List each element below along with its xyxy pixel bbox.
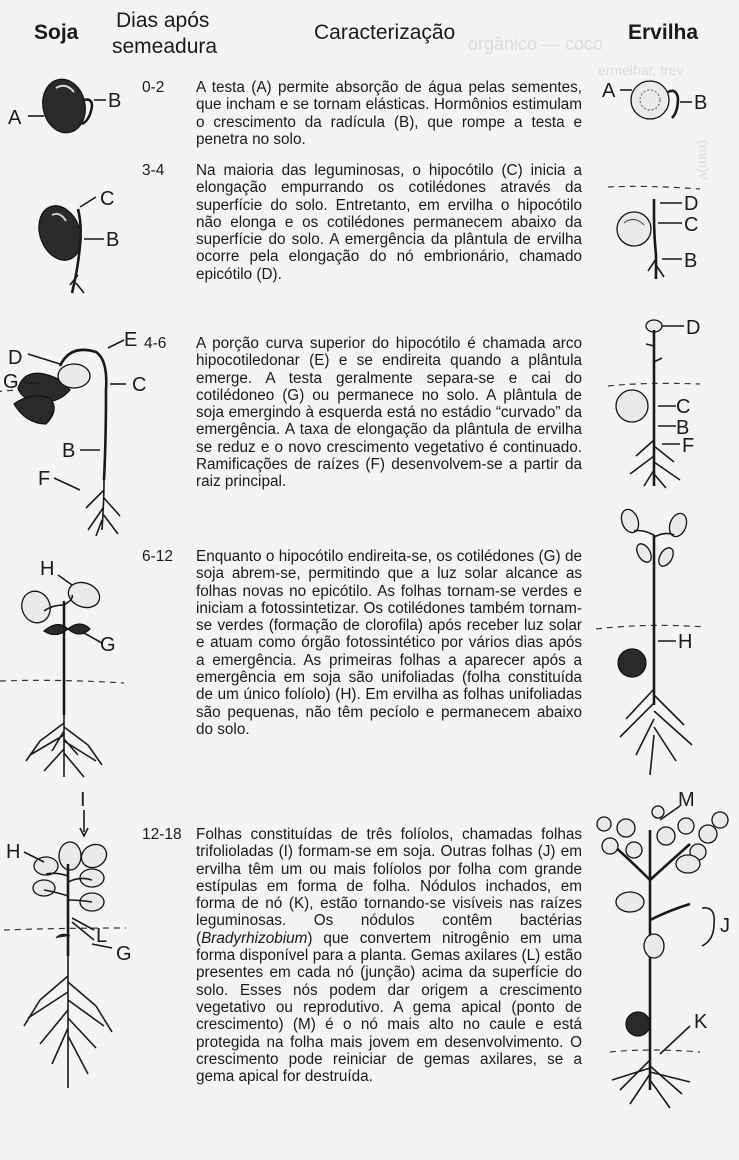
figure-label: B: [106, 229, 119, 251]
header-dias-line1: Dias após: [116, 9, 210, 32]
header-soja: Soja: [34, 21, 79, 44]
figure-label: D: [686, 317, 700, 339]
figure-label: I: [80, 789, 86, 811]
stage-description: Folhas constituídas de três folíolos, ch…: [196, 826, 582, 1085]
figure-label: K: [694, 1011, 708, 1033]
ervilha-emergence-illustration: D C B F: [607, 317, 700, 489]
stage-days: 12-18: [142, 826, 182, 843]
stage-description: A porção curva superior do hipocótilo é …: [196, 335, 582, 491]
stage-description: Na maioria das leguminosas, o hipocótilo…: [196, 162, 582, 283]
bleed-through-text: orgânico — coco: [468, 34, 604, 54]
figure-label: B: [694, 92, 707, 114]
stage-text-part: ) que convertem nitrogênio em uma forma …: [196, 929, 582, 1086]
figure-label: B: [684, 250, 697, 272]
bacteria-name: Bradyrhizobium: [201, 929, 308, 947]
ervilha-seed-illustration: A B: [602, 80, 707, 120]
stage-description: Enquanto o hipocótilo endireita-se, os c…: [196, 548, 582, 738]
header-ervilha: Ervilha: [628, 21, 699, 44]
ervilha-mature-illustration: M J K: [596, 789, 730, 1109]
figure-label: C: [676, 396, 690, 418]
figure-label: C: [100, 188, 114, 210]
figure-label: J: [720, 915, 730, 937]
figure-label: E: [124, 329, 137, 351]
figure-label: F: [38, 468, 50, 490]
soja-germination-illustration: C B: [38, 188, 119, 294]
soja-seed-illustration: A B: [8, 78, 121, 134]
ervilha-germination-illustration: D C B: [607, 185, 701, 279]
stage-description: A testa (A) permite absorção de água pel…: [196, 79, 582, 148]
figure-label: F: [682, 435, 694, 457]
stage-days: 0-2: [142, 79, 165, 96]
figure-label: L: [96, 925, 107, 947]
figure-label: M: [678, 789, 695, 811]
figure-label: G: [100, 634, 116, 656]
stage-text-part: Folhas constituídas de três folíolos, ch…: [196, 826, 582, 947]
figure-label: H: [678, 631, 692, 653]
figure-label: B: [62, 440, 75, 462]
figure-label: B: [108, 90, 121, 112]
figure-label: A: [8, 107, 22, 129]
header-caracterizacao: Caracterização: [314, 21, 456, 44]
figure-label: B: [676, 417, 689, 439]
figure-label: H: [6, 841, 20, 863]
stage-days: 3-4: [142, 162, 165, 179]
figure-label: G: [116, 943, 132, 965]
figure-label: D: [684, 193, 698, 215]
figure-label: H: [40, 558, 54, 580]
figure-label: G: [3, 371, 19, 393]
soja-trifoliate-illustration: I H L G: [3, 789, 132, 1088]
soja-unifoliate-illustration: H G: [0, 558, 125, 778]
stage-days: 6-12: [142, 548, 174, 565]
stage-days: 4-6: [144, 335, 167, 352]
figure-label: C: [684, 214, 698, 236]
figure-label: C: [132, 374, 146, 396]
ervilha-leaves-illustration: H: [595, 508, 707, 776]
soja-emergence-illustration: E D G C B F: [0, 329, 146, 537]
bleed-through-text: ermelhar, trev: [598, 62, 684, 78]
figure-label: D: [8, 347, 22, 369]
header-dias-line2: semeadura: [112, 35, 218, 58]
figure-label: A: [602, 80, 616, 102]
